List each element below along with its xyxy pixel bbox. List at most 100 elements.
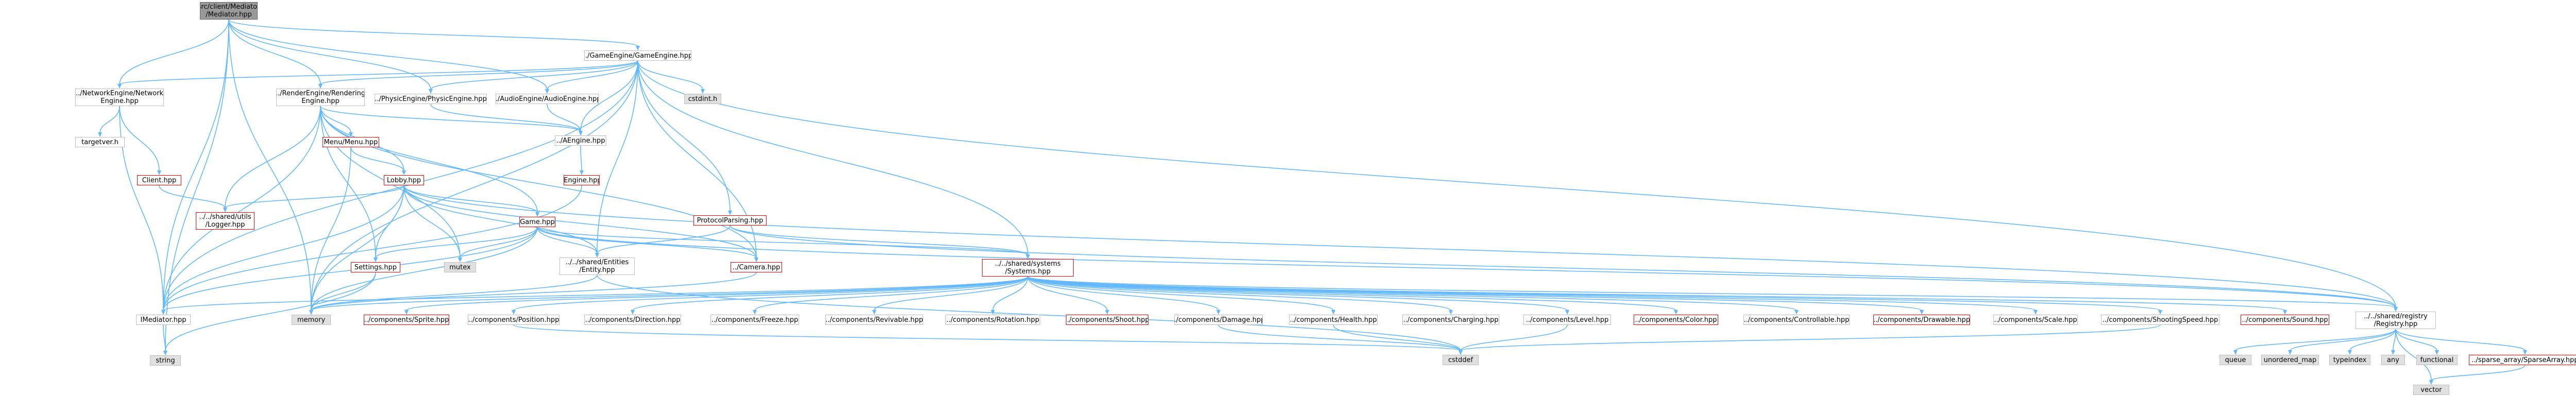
node-imediator[interactable]: IMediator.hpp (136, 315, 191, 325)
arrowhead-game-to-entity (595, 253, 599, 257)
arrowhead-gameengine-to-physicengine (429, 89, 433, 94)
edge-systems-to-rotation (992, 276, 1028, 311)
node-health[interactable]: ../components/Health.hpp (1289, 315, 1378, 325)
node-revivable[interactable]: ../components/Revivable.hpp (825, 315, 923, 325)
edge-renderingengine-to-aengine (320, 106, 581, 132)
node-string[interactable]: string (150, 355, 181, 366)
edge-root-to-renderingengine (228, 19, 321, 85)
edge-client-to-logger (159, 185, 226, 209)
node-freeze[interactable]: ../components/Freeze.hpp (710, 315, 799, 325)
edge-damage-to-cstddef (1218, 324, 1461, 351)
node-scale[interactable]: ../components/Scale.hpp (1993, 315, 2078, 325)
arrowhead-renderingengine-to-menu (349, 132, 353, 137)
node-iengine[interactable]: IEngine.hpp (564, 175, 600, 185)
node-queue[interactable]: queue (2219, 355, 2251, 365)
node-physicengine[interactable]: ../PhysicEngine/PhysicEngine.hpp (375, 94, 487, 104)
arrowhead-sparsearray-to-vector (2429, 380, 2433, 385)
edge-root-to-physicengine (228, 19, 431, 90)
node-drawable[interactable]: ../components/Drawable.hpp (1873, 315, 1970, 325)
node-registry[interactable]: ../../shared/registry /Registry.hpp (2355, 312, 2436, 329)
arrowhead-imediator-to-string (163, 351, 167, 355)
edge-game-to-entity (537, 227, 598, 254)
edge-registry-to-vector (2395, 329, 2432, 381)
edge-settings-to-memory (311, 272, 376, 311)
edge-systems-to-health (1027, 276, 1334, 311)
node-logger[interactable]: ../../shared/utils /Logger.hpp (196, 212, 255, 230)
edge-systems-to-damage (1027, 276, 1219, 311)
node-settings[interactable]: Settings.hpp (351, 262, 400, 272)
node-aengine[interactable]: ../AEngine.hpp (555, 135, 606, 146)
edge-lobby-to-imediator (163, 185, 404, 311)
node-entity[interactable]: ../../shared/Entities /Entity.hpp (560, 257, 635, 275)
node-renderingengine[interactable]: ../RenderEngine/Rendering Engine.hpp (276, 89, 365, 106)
node-lobby[interactable]: Lobby.hpp (384, 175, 424, 185)
arrowhead-systems-to-shootingspeed (2158, 310, 2162, 315)
node-cstdint[interactable]: cstdint.h (684, 94, 721, 104)
node-shootingspeed[interactable]: ../components/ShootingSpeed.hpp (2101, 315, 2219, 325)
arrowhead-gameengine-to-networkengine (117, 84, 122, 89)
node-sprite[interactable]: ../components/Sprite.hpp (364, 315, 449, 325)
edge-networkengine-to-targetver (99, 106, 120, 133)
node-color[interactable]: ../components/Color.hpp (1634, 315, 1718, 325)
node-any[interactable]: any (2381, 355, 2405, 365)
node-root[interactable]: src/client/Mediator /Mediator.hpp (200, 2, 258, 20)
edge-renderingengine-to-logger (225, 106, 321, 209)
arrowhead-systems-to-sprite (404, 310, 409, 315)
node-gameengine[interactable]: ../GameEngine/GameEngine.hpp (584, 50, 691, 61)
node-mutex[interactable]: mutex (444, 262, 476, 272)
node-controllable[interactable]: ../components/Controllable.hpp (1743, 315, 1850, 325)
node-functional[interactable]: functional (2416, 355, 2458, 365)
arrowhead-game-to-systems (1026, 254, 1030, 259)
edge-gameengine-to-imediator (163, 60, 638, 311)
edge-renderingengine-to-camera (320, 106, 757, 259)
arrowhead-networkengine-to-client (157, 170, 161, 175)
edge-root-to-imediator (163, 19, 229, 311)
edge-systems-to-position (513, 276, 1028, 311)
node-memory[interactable]: memory (292, 315, 331, 325)
arrowhead-lobby-to-game (535, 212, 539, 217)
edge-systems-to-imediator (163, 276, 1028, 311)
arrowhead-gameengine-to-protocol (728, 211, 732, 215)
node-menu[interactable]: Menu/Menu.hpp (323, 137, 379, 147)
node-level[interactable]: ../components/Level.hpp (1523, 315, 1611, 325)
arrowhead-systems-to-imediator (161, 310, 165, 315)
edge-networkengine-to-client (119, 106, 160, 171)
edge-imediator-to-string (163, 324, 166, 352)
edge-systems-to-level (1027, 276, 1568, 311)
node-damage[interactable]: ../components/Damage.hpp (1174, 315, 1263, 325)
arrowhead-systems-to-position (512, 310, 516, 315)
node-sparsearray[interactable]: ../sparse_array/SparseArray.hpp (2469, 355, 2576, 365)
node-sound[interactable]: ../components/Sound.hpp (2241, 315, 2329, 325)
edge-menu-to-memory (311, 147, 351, 311)
node-protocol[interactable]: ProtocolParsing.hpp (693, 215, 767, 226)
node-rotation[interactable]: ../components/Rotation.hpp (945, 315, 1040, 325)
node-typeindex[interactable]: typeindex (2329, 355, 2370, 365)
node-networkengine[interactable]: ../NetworkEngine/Network Engine.hpp (75, 89, 164, 106)
edge-entity-to-memory (311, 274, 598, 311)
node-shoot[interactable]: ../components/Shoot.hpp (1066, 315, 1148, 325)
node-direction[interactable]: ../components/Direction.hpp (584, 315, 681, 325)
arrowhead-systems-to-sound (2283, 310, 2287, 315)
node-targetver[interactable]: targetver.h (75, 137, 125, 147)
node-game[interactable]: Game.hpp (519, 217, 555, 227)
arrowhead-registry-to-typeindex (2348, 350, 2352, 355)
arrowhead-registry-to-any (2391, 350, 2395, 355)
arrowhead-systems-to-damage (1216, 310, 1221, 315)
node-systems[interactable]: ../../shared/systems /Systems.hpp (982, 259, 1074, 277)
edge-game-to-mutex (460, 227, 538, 259)
node-audioengine[interactable]: ../AudioEngine/AudioEngine.hpp (496, 94, 599, 104)
node-cstddef[interactable]: cstddef (1443, 355, 1479, 365)
edge-lobby-to-mutex (403, 185, 461, 259)
arrowhead-systems-to-charging (1449, 310, 1453, 315)
dependency-arrowheads (98, 46, 2527, 385)
node-unordered_map[interactable]: unordered_map (2261, 355, 2319, 365)
arrowhead-gameengine-to-audioengine (545, 89, 549, 94)
edge-game-to-registry (537, 227, 2396, 308)
node-position[interactable]: ../components/Position.hpp (468, 315, 560, 325)
node-client[interactable]: Client.hpp (137, 175, 181, 185)
node-charging[interactable]: ../components/Charging.hpp (1402, 315, 1499, 325)
arrowhead-root-to-gameengine (636, 46, 640, 50)
node-camera[interactable]: ../Camera.hpp (731, 262, 782, 272)
node-vector[interactable]: vector (2413, 385, 2449, 395)
